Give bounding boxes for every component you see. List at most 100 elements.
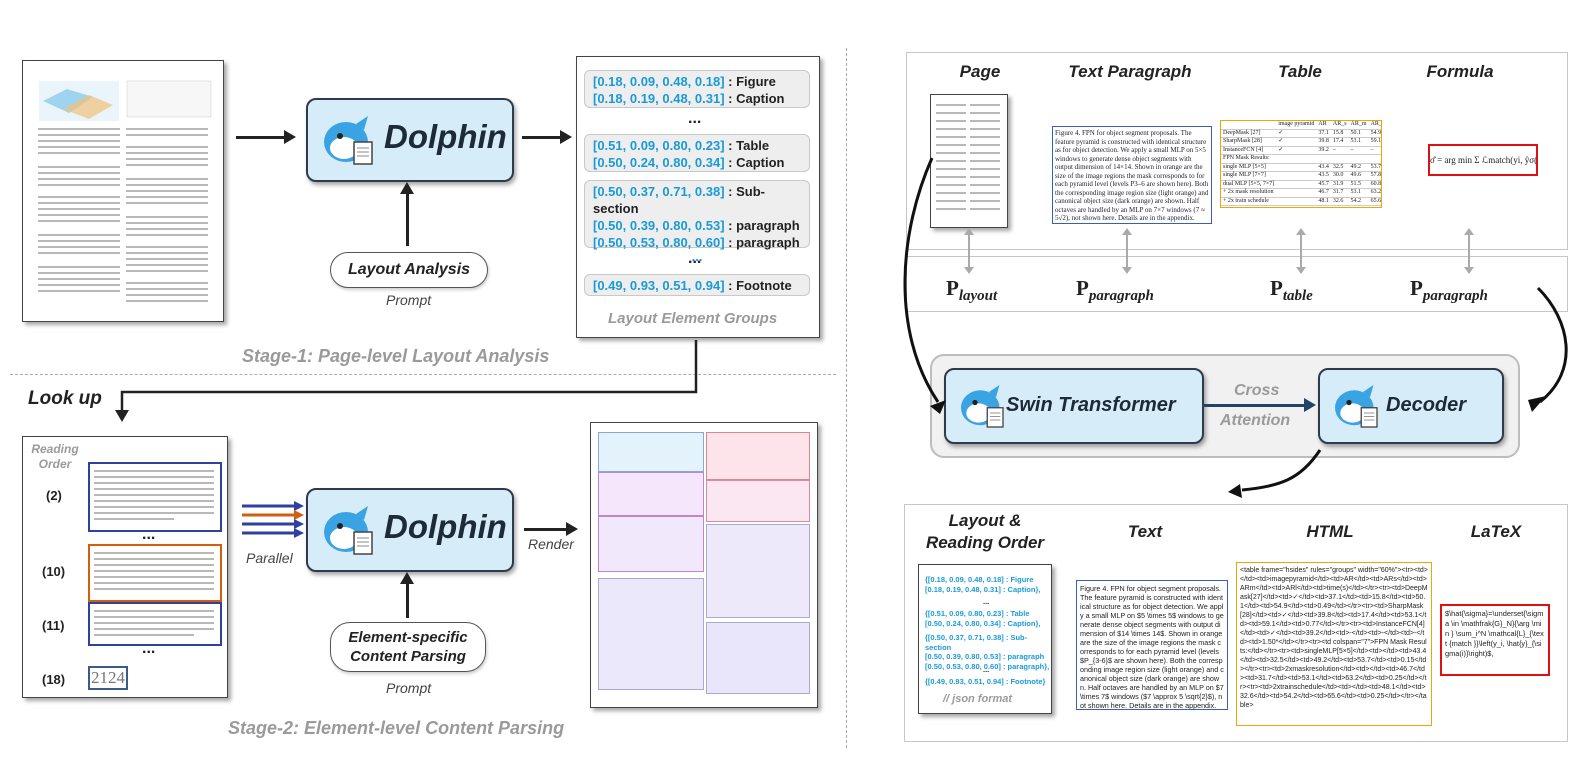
header-text-paragraph: Text Paragraph <box>1068 62 1192 81</box>
render-table-box <box>706 432 810 480</box>
arrow-prompt-to-dolphin-stage1 <box>400 182 414 246</box>
cross-attention-arrow <box>1202 404 1306 407</box>
vertical-divider <box>846 48 847 748</box>
stage1-title: Stage-1: Page-level Layout Analysis <box>242 346 550 366</box>
table-row: dual MLP [5×5, 7×7]45.731.951.560.80.24 <box>1221 180 1381 189</box>
header-table: Table <box>1278 62 1322 81</box>
table-cell: 50.1 <box>1348 129 1369 138</box>
table-cell: + 2x train schedule <box>1221 197 1277 206</box>
header-latex: LaTeX <box>1470 522 1522 541</box>
table-row: InstanceFCN [4]✓39.2–––1.50 <box>1221 146 1381 155</box>
paragraph-sample: Figure 4. FPN for object segment proposa… <box>1052 126 1212 224</box>
table-cell: – <box>1368 146 1381 155</box>
table-cell: 32.6 <box>1330 197 1349 206</box>
dolphin-model-stage2: Dolphin <box>306 488 514 572</box>
table-cell <box>1276 188 1317 198</box>
table-cell: 49.2 <box>1348 163 1369 172</box>
table-cell <box>1330 154 1349 164</box>
table-cell: 31.9 <box>1330 180 1349 189</box>
table-cell: AR_l <box>1368 121 1381 130</box>
table-cell: dual MLP [5×5, 7×7] <box>1221 180 1277 189</box>
table-cell: 51.5 <box>1348 180 1369 189</box>
layout-json-box: {[0.18, 0.09, 0.48, 0.18] : Figure[0.18,… <box>918 564 1052 714</box>
group-table-caption: [0.51, 0.09, 0.80, 0.23] : Table [0.50, … <box>584 134 810 172</box>
header-html: HTML <box>1306 522 1354 541</box>
table-cell: 45.7 <box>1316 180 1331 189</box>
table-cell <box>1276 171 1317 181</box>
lookup-path <box>115 340 698 422</box>
layout-element-groups-caption: Layout Element Groups <box>608 310 778 327</box>
prompt-paragraph-2: Pparagraph <box>1410 276 1488 305</box>
attention-label: Attention <box>1220 412 1291 429</box>
table-cell: 15.8 <box>1330 129 1349 138</box>
page-thumbnail <box>39 80 212 121</box>
arrow-prompt-to-dolphin-stage2 <box>400 572 414 618</box>
json-format-label: // json format <box>943 693 1013 705</box>
table-cell: + 2x mask resolution <box>1221 188 1277 198</box>
flow-curves <box>903 157 1568 498</box>
table-cell: 39.2 <box>1316 146 1331 155</box>
render-label: Render <box>528 536 574 552</box>
prompt-table: Ptable <box>1270 276 1313 305</box>
dolphin-logo-icon <box>1335 385 1378 428</box>
html-output: <table frame="hsides" rules="groups" wid… <box>1236 562 1432 726</box>
table-cell <box>1276 180 1317 189</box>
table-cell: ✓ <box>1276 146 1317 155</box>
header-formula: Formula <box>1426 62 1494 81</box>
table-cell: 31.7 <box>1330 188 1349 198</box>
group-figure-caption: [0.18, 0.09, 0.48, 0.18] : Figure [0.18,… <box>584 70 810 108</box>
table-cell <box>1276 154 1317 164</box>
stage2-title: Stage-2: Element-level Content Parsing <box>228 718 565 738</box>
table-cell: 53.1 <box>1348 137 1369 147</box>
header-text: Text <box>1127 522 1163 541</box>
table-cell: ✓ <box>1276 129 1317 138</box>
table-cell: – <box>1330 146 1349 155</box>
table-cell: 43.5 <box>1316 171 1331 181</box>
render-paragraph-box-3 <box>706 524 810 618</box>
ellipsis-crops-2: ... <box>142 640 156 657</box>
decoder-label: Decoder <box>1386 394 1467 416</box>
encoder-label: Swin Transformer <box>1006 394 1176 416</box>
table-cell: image pyramid <box>1276 121 1317 130</box>
order-10: (10) <box>42 564 66 579</box>
page-table <box>126 80 212 118</box>
table-cell: SharpMask [28] <box>1221 137 1277 147</box>
table-cell: 60.8 <box>1368 180 1381 189</box>
prompts-panel <box>906 256 1568 312</box>
table-row: single MLP [7×7]43.530.049.657.80.19 <box>1221 171 1381 181</box>
table-cell <box>1276 197 1317 206</box>
table-cell: ✓ <box>1276 137 1317 147</box>
table-cell: 59.1 <box>1368 137 1381 147</box>
render-caption-box <box>598 472 704 516</box>
order-11: (11) <box>42 618 65 633</box>
table-cell: 53.7 <box>1368 163 1381 172</box>
table-row: FPN Mask Results: <box>1221 154 1381 164</box>
table-cell: AR <box>1316 121 1331 130</box>
table-cell: 43.4 <box>1316 163 1331 172</box>
ellipsis-crops-1: ... <box>142 526 156 543</box>
table-cell: AR_s <box>1330 121 1349 130</box>
group-section-paragraphs: [0.50, 0.37, 0.71, 0.38] : Sub-section [… <box>584 180 810 263</box>
dolphin-logo-icon <box>961 385 1004 428</box>
layout-analysis-prompt: Layout Analysis <box>330 252 488 288</box>
order-2: (2) <box>46 488 62 503</box>
table-cell: 63.2 <box>1368 188 1381 198</box>
table-cell <box>1348 154 1369 164</box>
table-cell <box>1368 154 1381 164</box>
parallel-label: Parallel <box>246 550 293 566</box>
element-content-parsing-prompt: Element-specific Content Parsing <box>330 622 486 672</box>
crop-table <box>88 544 222 602</box>
table-cell: 54.9 <box>1368 129 1381 138</box>
prompt-paragraph-1: Pparagraph <box>1076 276 1154 305</box>
table-cell: 17.4 <box>1330 137 1349 147</box>
prompt-label-stage2: Prompt <box>386 680 432 696</box>
crop-paragraph-2 <box>88 602 222 646</box>
table-cell: 39.8 <box>1316 137 1331 147</box>
table-row: DeepMask [27]✓37.115.850.154.90.49 <box>1221 129 1381 138</box>
prompt-label-stage1: Prompt <box>386 292 432 308</box>
render-paragraph-box-2 <box>598 578 704 690</box>
